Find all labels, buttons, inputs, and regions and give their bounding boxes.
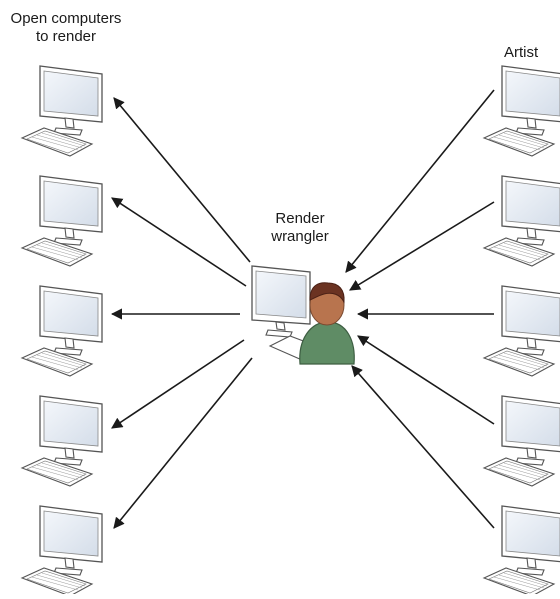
render-wrangler-label-line2: wrangler: [271, 228, 329, 245]
render-wrangler-label: Render wrangler: [260, 210, 340, 246]
open-computers-label-line1: Open computers: [10, 10, 122, 27]
arrow-to-open-computer-2: [111, 197, 247, 287]
artist-label: Artist: [504, 44, 560, 62]
open-computers-label-line2: to render: [35, 28, 97, 45]
artist-computer-icon-1: [483, 65, 560, 157]
artist-computer-icon-2: [483, 175, 560, 267]
open-computer-icon-3: [21, 285, 103, 377]
open-computers-label: Open computers to render: [6, 10, 126, 46]
arrow-from-artist-computer-4: [357, 335, 495, 425]
submission-arrows: [345, 89, 495, 529]
artist-computer-icon-3: [483, 285, 560, 377]
artist-label-text: Artist: [504, 44, 539, 61]
arrow-from-artist-computer-2: [349, 201, 495, 291]
artist-computer-icon-5: [483, 505, 560, 597]
person-icon: [299, 282, 355, 365]
arrow-to-open-computer-4: [111, 339, 245, 429]
open-computer-icon-2: [21, 175, 103, 267]
wrangler-computer-icon: [251, 265, 324, 361]
arrow-to-open-computer-1: [113, 97, 251, 263]
artist-computer-icon-4: [483, 395, 560, 487]
open-computer-icon-4: [21, 395, 103, 487]
open-computer-icon-5: [21, 505, 103, 597]
render-wrangler-icon: [251, 265, 355, 365]
artist-computers-column: [483, 65, 560, 597]
arrow-from-artist-computer-1: [345, 89, 495, 273]
open-computer-icon-1: [21, 65, 103, 157]
arrow-from-artist-computer-5: [351, 365, 495, 529]
render-wrangler-label-line1: Render: [275, 210, 325, 227]
distribution-arrows: [110, 97, 253, 529]
arrow-to-open-computer-5: [113, 357, 253, 529]
open-computers-column: [21, 65, 103, 597]
